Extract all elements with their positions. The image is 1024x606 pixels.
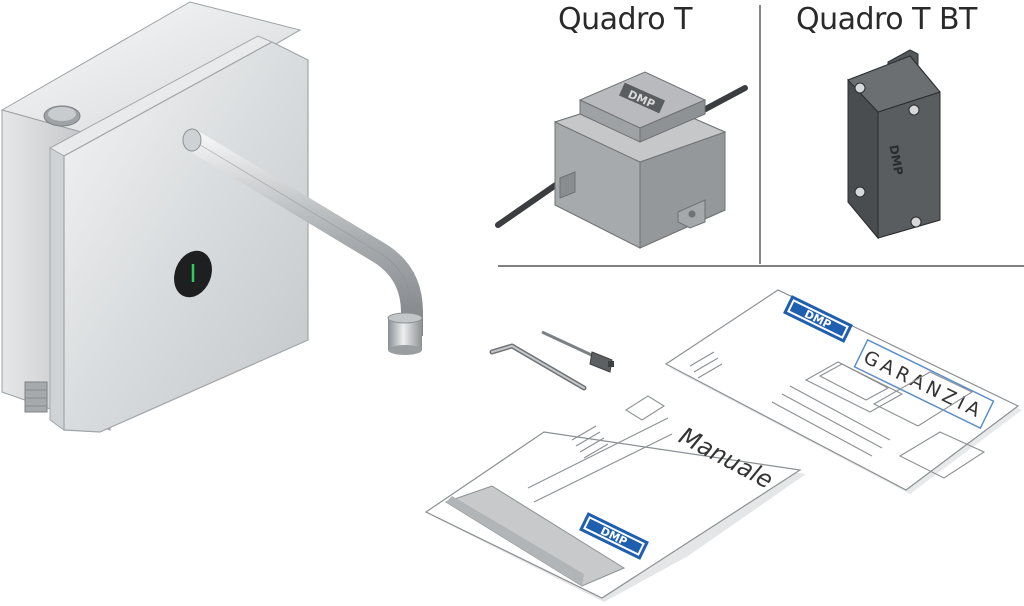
quadro-t-bt-module-icon: DMP [847, 49, 941, 240]
manual-booklet-icon: Manuale DMP [424, 395, 806, 602]
faucet-unit-icon [0, 1, 423, 433]
module-logo-text: DMP [886, 144, 905, 177]
screwdriver-tip-icon [541, 330, 614, 373]
allen-key-icon [489, 343, 587, 391]
quadro-t-transformer-icon: DMP [495, 71, 748, 249]
quadro-t-label: Quadro T [558, 2, 692, 37]
quadro-t-bt-label: Quadro T BT [796, 2, 977, 37]
